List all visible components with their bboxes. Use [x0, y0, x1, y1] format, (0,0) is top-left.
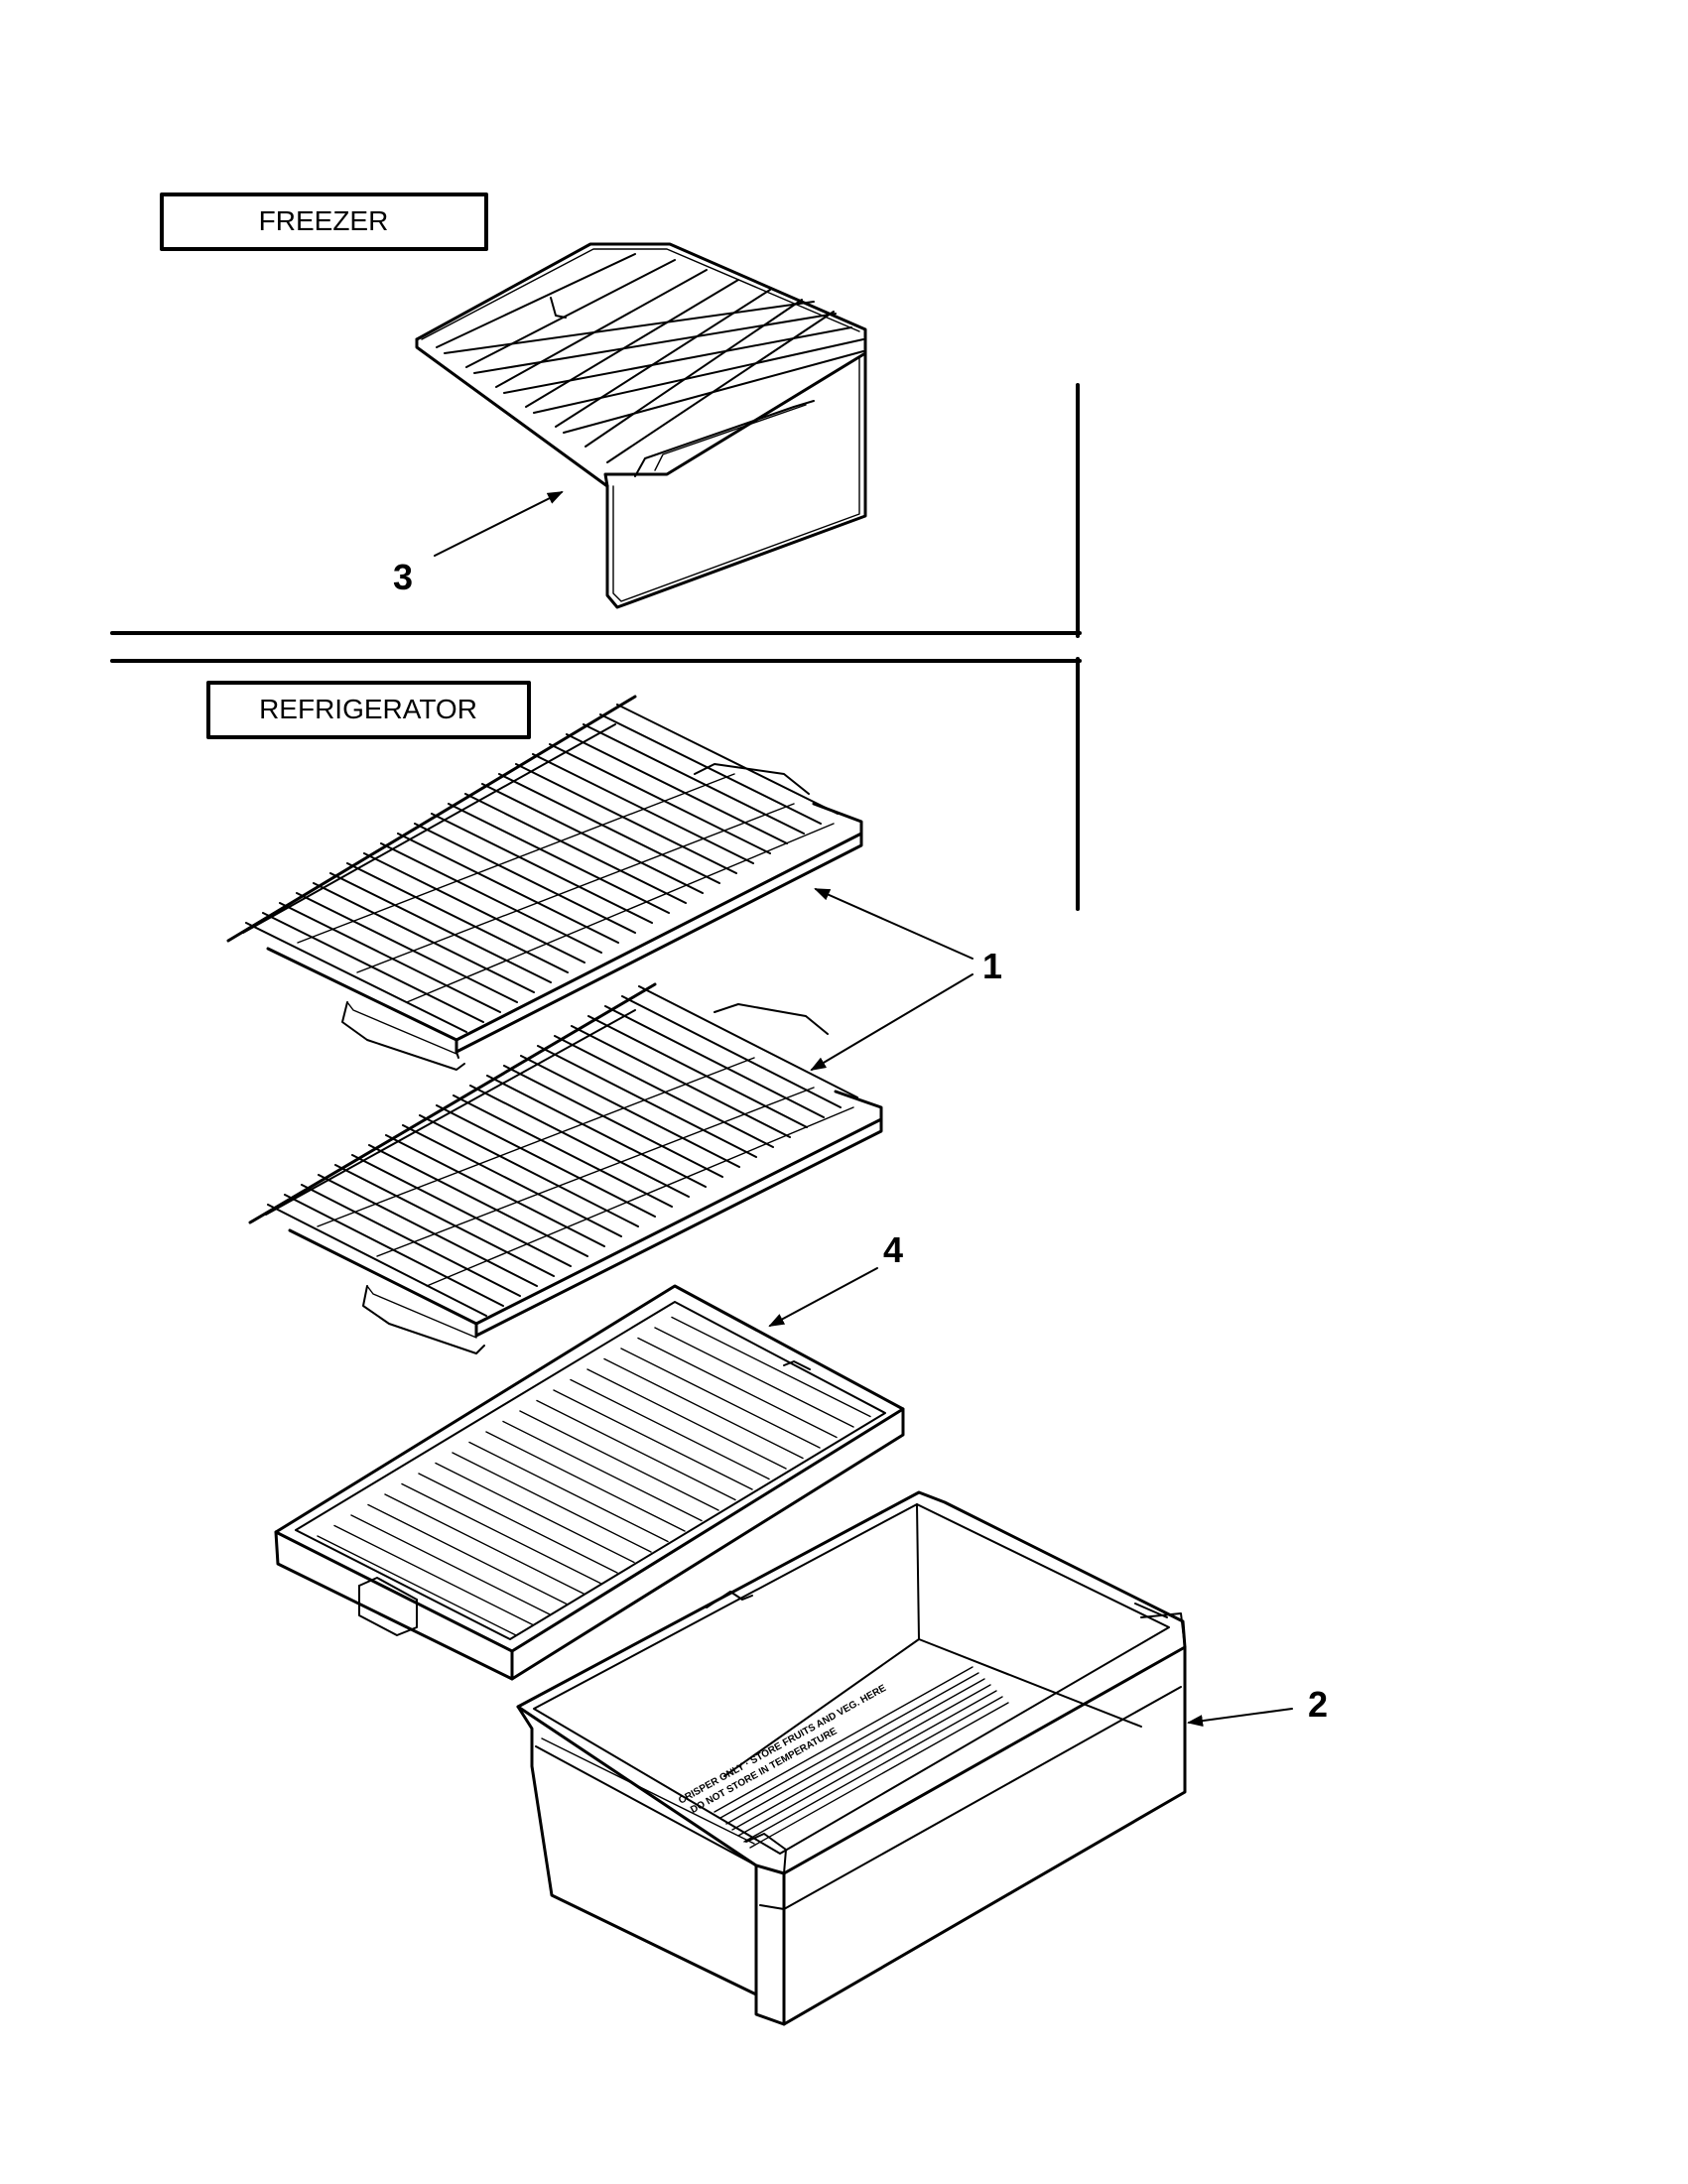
crisper-pan: CRISPER ONLY · STORE FRUITS AND VEG. HER… [516, 1490, 1187, 2026]
refrigerator-section: REFRIGERATOR [110, 657, 1328, 2026]
callout-1: 1 [810, 888, 1002, 1072]
callout-2: 2 [1187, 1684, 1328, 1728]
callout-3: 3 [393, 491, 564, 597]
freezer-label: FREEZER [259, 205, 389, 236]
freezer-shelf [415, 242, 867, 609]
refrigerator-label: REFRIGERATOR [259, 694, 477, 724]
callout-3-label: 3 [393, 557, 413, 597]
freezer-section: FREEZER [110, 193, 1082, 638]
callout-4: 4 [768, 1229, 903, 1327]
callout-2-label: 2 [1308, 1684, 1328, 1725]
freezer-label-box: FREEZER [160, 193, 488, 251]
upper-refrigerator-shelf [226, 695, 863, 1071]
lower-refrigerator-shelf [248, 982, 883, 1354]
refrigerator-label-box: REFRIGERATOR [206, 681, 531, 739]
callout-4-label: 4 [883, 1229, 903, 1270]
crisper-cover [274, 1284, 905, 1681]
callout-1-label: 1 [982, 946, 1002, 986]
